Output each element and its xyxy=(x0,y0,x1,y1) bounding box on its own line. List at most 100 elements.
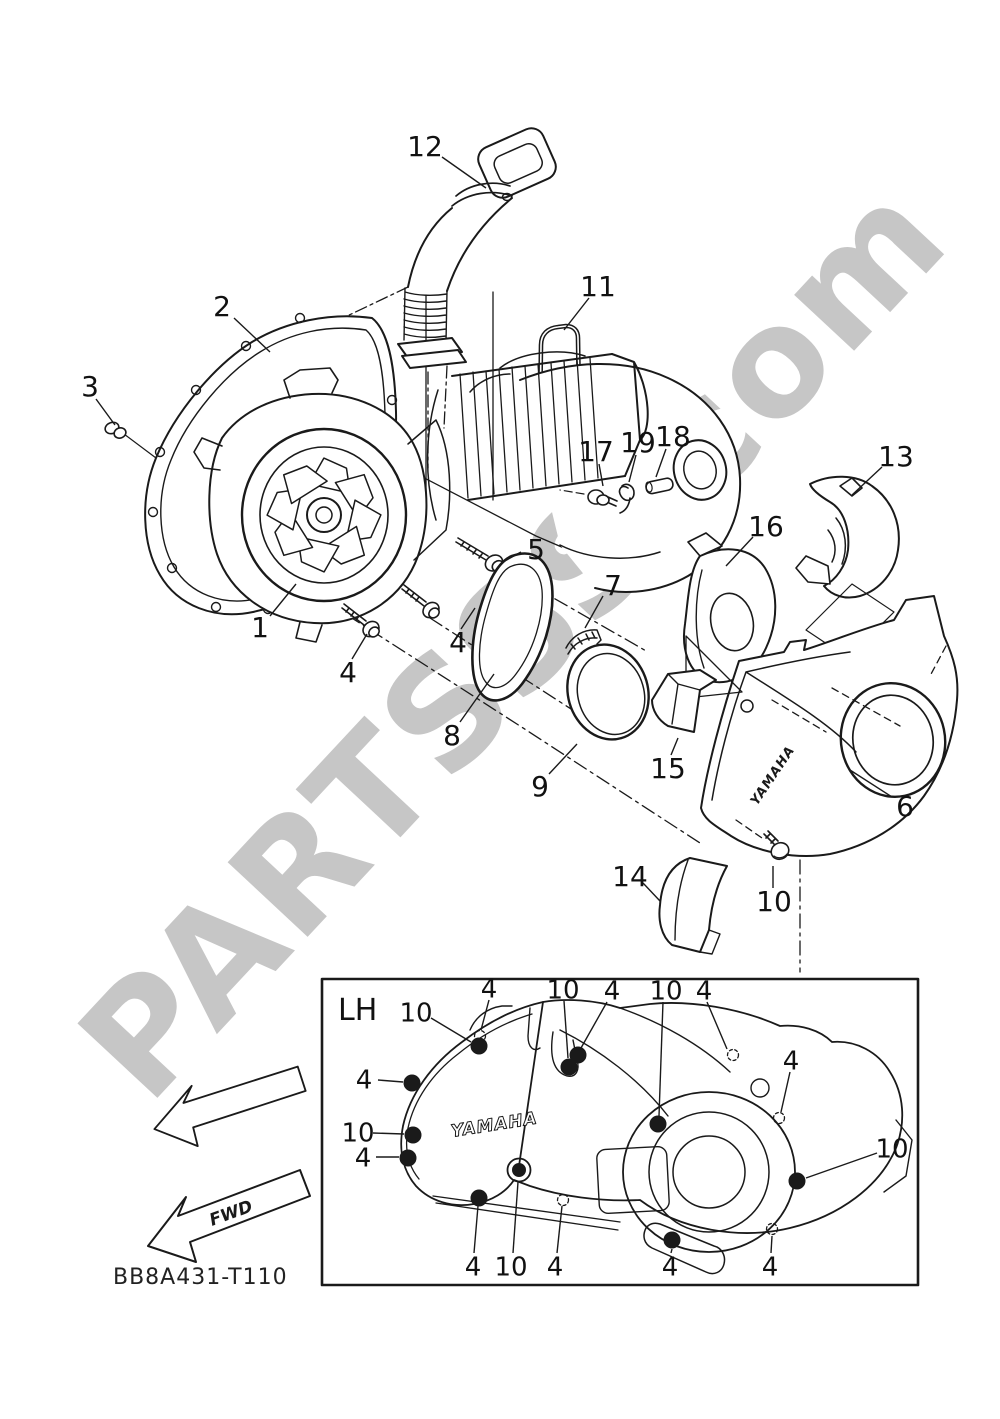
bolt-marker-solid xyxy=(789,1173,805,1189)
part-18-collar xyxy=(645,477,674,494)
bolt-marker-hidden xyxy=(558,1195,569,1206)
callout-number: 10 xyxy=(649,976,682,1006)
callout-number: 9 xyxy=(531,770,549,803)
callout-number: 4 xyxy=(481,974,498,1004)
bolt-marker-solid xyxy=(471,1190,487,1206)
callout-leader xyxy=(556,1205,563,1254)
callout-number: 10 xyxy=(399,998,432,1028)
part-19-clip xyxy=(620,484,634,513)
bolt-marker-ringed xyxy=(513,1164,526,1177)
callout-leader xyxy=(598,463,604,487)
bolt-marker-solid xyxy=(570,1047,586,1063)
callout-number: 3 xyxy=(81,370,99,403)
callout-number: 10 xyxy=(756,885,792,918)
callout-leader xyxy=(725,536,754,567)
callout-leader xyxy=(430,1017,472,1043)
callout-number: 10 xyxy=(546,975,579,1005)
callout-number: 2 xyxy=(213,290,231,323)
bolt-marker-solid xyxy=(471,1038,487,1054)
part-4-bolt xyxy=(402,585,442,621)
callout-number: 4 xyxy=(356,1065,373,1095)
callout-leader xyxy=(655,448,667,478)
callout-number: 4 xyxy=(449,626,467,659)
callout-number: 11 xyxy=(580,270,616,303)
bolt-marker-hidden xyxy=(728,1050,739,1061)
part-6-cover: YAMAHA xyxy=(701,596,957,856)
callout-number: 4 xyxy=(662,1252,679,1282)
bolt-marker-solid xyxy=(405,1127,421,1143)
bolt-marker-solid xyxy=(664,1232,680,1248)
callout-leader xyxy=(548,743,578,775)
inset-view-label: LH xyxy=(338,993,377,1028)
callout-leader xyxy=(269,583,297,617)
callout-number: 1 xyxy=(251,611,269,644)
bolt-marker-hidden xyxy=(774,1113,785,1124)
callout-number: 4 xyxy=(465,1252,482,1282)
callout-leader xyxy=(851,466,883,496)
callout-number: 4 xyxy=(355,1143,372,1173)
callout-number: 5 xyxy=(527,533,545,566)
bolt-marker-solid xyxy=(561,1059,577,1075)
callout-leader xyxy=(563,297,590,331)
callout-number: 10 xyxy=(875,1134,908,1164)
callout-number: 4 xyxy=(762,1252,779,1282)
callout-number: 10 xyxy=(494,1252,527,1282)
callout-number: 4 xyxy=(547,1252,564,1282)
bolt-marker-solid xyxy=(404,1075,420,1091)
callout-number: 8 xyxy=(443,719,461,752)
callout-leader xyxy=(377,1079,404,1083)
callout-leader xyxy=(473,1205,479,1254)
part-13-cover xyxy=(796,477,899,658)
callout-number: 4 xyxy=(696,976,713,1006)
callout-leader xyxy=(805,1152,878,1179)
part-4-bolt xyxy=(342,604,382,640)
callout-number: 14 xyxy=(612,860,648,893)
callout-leader xyxy=(584,595,604,629)
callout-leader xyxy=(642,882,661,902)
part-17-bolt xyxy=(560,490,617,506)
callout-leader xyxy=(460,607,476,630)
callout-number: 4 xyxy=(339,656,357,689)
callout-leader xyxy=(563,1000,569,1059)
callout-leader xyxy=(95,398,116,426)
callout-leader xyxy=(770,1235,773,1254)
callout-leader xyxy=(441,156,487,189)
callout-number: 18 xyxy=(655,420,691,453)
brand-logo-inset: YAMAHA xyxy=(450,1109,539,1142)
drawing-code: BB8A431-T110 xyxy=(113,1265,288,1290)
part-1-crankcase-cover xyxy=(194,368,450,642)
callout-leader xyxy=(459,673,495,723)
callout-number: 17 xyxy=(578,435,614,468)
callout-leader xyxy=(351,633,368,660)
callout-leader xyxy=(780,1071,791,1113)
inset-bolt-markers xyxy=(400,1031,805,1249)
callout-leader xyxy=(670,737,679,756)
bolt-marker-solid xyxy=(650,1116,666,1132)
callout-leader xyxy=(502,551,522,563)
callout-number: 6 xyxy=(896,790,914,823)
callout-number: 13 xyxy=(878,440,914,473)
part-9-element xyxy=(556,635,659,749)
callout-number: 7 xyxy=(604,569,622,602)
fwd-arrow: FWD xyxy=(147,1065,311,1263)
callout-number: 10 xyxy=(341,1118,374,1148)
callout-number: 15 xyxy=(650,752,686,785)
part-11-holder xyxy=(540,326,579,418)
callout-leader xyxy=(480,999,490,1031)
callout-leader xyxy=(658,1001,664,1117)
callout-leader xyxy=(706,1001,728,1050)
callout-leader xyxy=(628,454,637,483)
callout-leader xyxy=(849,769,893,798)
callout-number: 4 xyxy=(604,976,621,1006)
part-8-gasket xyxy=(472,554,552,701)
callout-leader xyxy=(372,1132,405,1135)
part-7-clip xyxy=(566,630,601,654)
callout-number: 16 xyxy=(748,510,784,543)
callout-leader xyxy=(580,1001,608,1049)
part-15-bracket xyxy=(652,636,742,732)
callout-number: 19 xyxy=(620,426,656,459)
part-10-screw xyxy=(764,831,792,862)
